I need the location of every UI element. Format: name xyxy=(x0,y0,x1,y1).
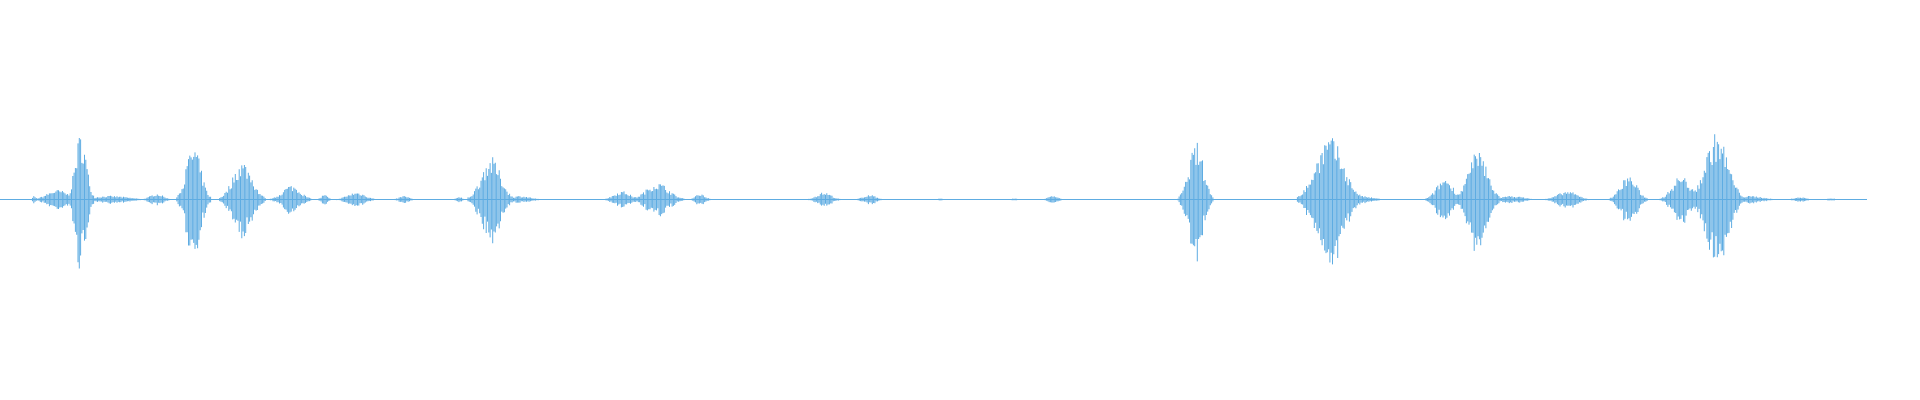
waveform-amplitude xyxy=(30,134,1835,269)
